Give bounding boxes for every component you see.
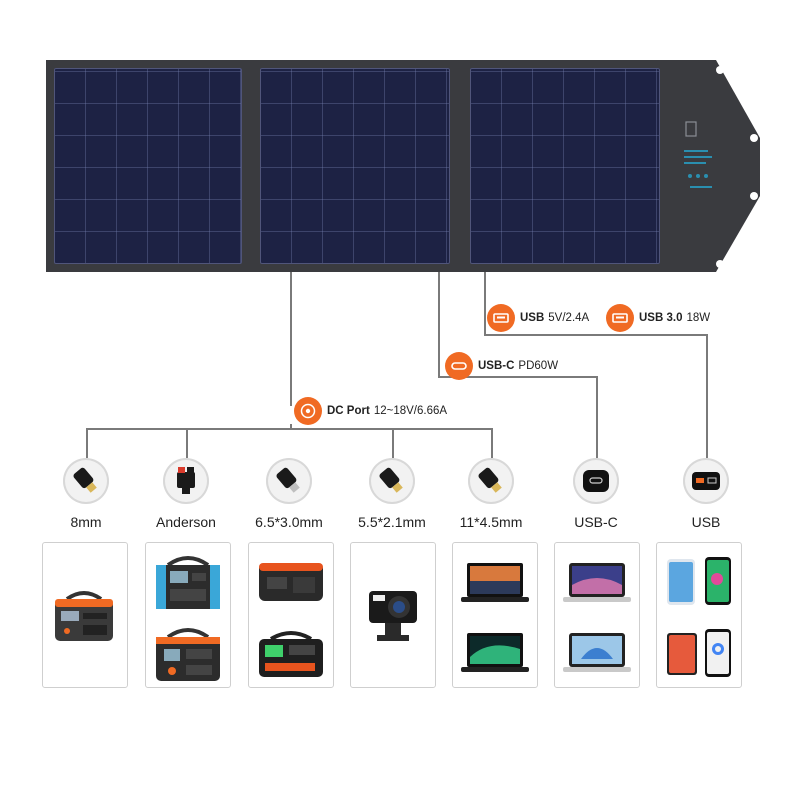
usb3-port-badge: USB 3.0 18W xyxy=(606,304,710,332)
dc-port-badge: DC Port 12~18V/6.66A xyxy=(294,397,447,425)
branch-drop-55 xyxy=(392,428,394,458)
device-box-anderson xyxy=(145,542,231,688)
connector-8mm-icon xyxy=(63,458,109,504)
device-box-55x21 xyxy=(350,542,436,688)
usb-cable-drop xyxy=(706,334,708,458)
dc-port-spec: 12~18V/6.66A xyxy=(373,405,448,417)
action-camera-image xyxy=(369,591,417,641)
connector-11x45-icon xyxy=(468,458,514,504)
usb-port-spec: 5V/2.4A xyxy=(548,312,590,324)
laptop-image xyxy=(563,633,631,672)
connector-label: 6.5*3.0mm xyxy=(255,514,323,530)
connector-usb-icon xyxy=(683,458,729,504)
power-station-image xyxy=(259,563,323,601)
usb3-port-icon xyxy=(606,304,634,332)
usb-port-name: USB xyxy=(520,312,545,324)
power-station-image xyxy=(156,556,220,609)
connector-usbc-icon xyxy=(573,458,619,504)
usb-cable-horizontal xyxy=(484,334,708,336)
usbc-cable-vertical xyxy=(438,272,440,378)
usbc-port-badge: USB-C PD60W xyxy=(445,352,558,380)
device-box-usb xyxy=(656,542,742,688)
dc-branch-line xyxy=(86,428,493,430)
connector-label: 11*4.5mm xyxy=(459,514,523,530)
phones-image xyxy=(667,557,731,605)
power-station-image xyxy=(259,631,323,677)
laptop-image xyxy=(563,563,631,602)
device-box-8mm xyxy=(42,542,128,688)
usb-port-icon xyxy=(487,304,515,332)
power-station-image xyxy=(156,628,220,681)
usb-port-badge: USB 5V/2.4A xyxy=(487,304,589,332)
solar-cell-panel-1 xyxy=(54,68,242,264)
connector-65x30-icon xyxy=(266,458,312,504)
device-box-65x30 xyxy=(248,542,334,688)
branch-drop-8mm xyxy=(86,428,88,458)
usbc-port-icon xyxy=(445,352,473,380)
usb3-port-spec: 18W xyxy=(686,312,711,324)
device-box-11x45 xyxy=(452,542,538,688)
connector-55x21-icon xyxy=(369,458,415,504)
dc-port-icon xyxy=(294,397,322,425)
laptop-image xyxy=(461,633,529,672)
junction-flap xyxy=(660,60,760,272)
solar-cell-panel-2 xyxy=(260,68,450,264)
usbc-port-spec: PD60W xyxy=(518,360,559,372)
dc-branch-stub xyxy=(290,424,292,430)
usbc-port-name: USB-C xyxy=(478,360,515,372)
device-box-usbc xyxy=(554,542,640,688)
dc-port-name: DC Port xyxy=(327,405,370,417)
solar-cell-panel-3 xyxy=(470,68,660,264)
usb3-port-name: USB 3.0 xyxy=(639,312,683,324)
power-station-image xyxy=(55,591,113,641)
connector-label: 5.5*2.1mm xyxy=(358,514,426,530)
phones-image xyxy=(667,629,731,677)
branch-drop-11 xyxy=(491,428,493,458)
connector-label: USB-C xyxy=(574,514,618,530)
dc-cable-line xyxy=(290,272,292,406)
connector-label: 8mm xyxy=(70,514,102,530)
branch-drop-anderson xyxy=(186,428,188,458)
connector-label: USB xyxy=(691,514,721,530)
usbc-cable-drop xyxy=(596,376,598,458)
laptop-image xyxy=(461,563,529,602)
connector-anderson-icon xyxy=(163,458,209,504)
usb-cable-vertical xyxy=(484,272,486,336)
usbc-cable-horizontal xyxy=(438,376,598,378)
connector-label: Anderson xyxy=(156,514,216,530)
